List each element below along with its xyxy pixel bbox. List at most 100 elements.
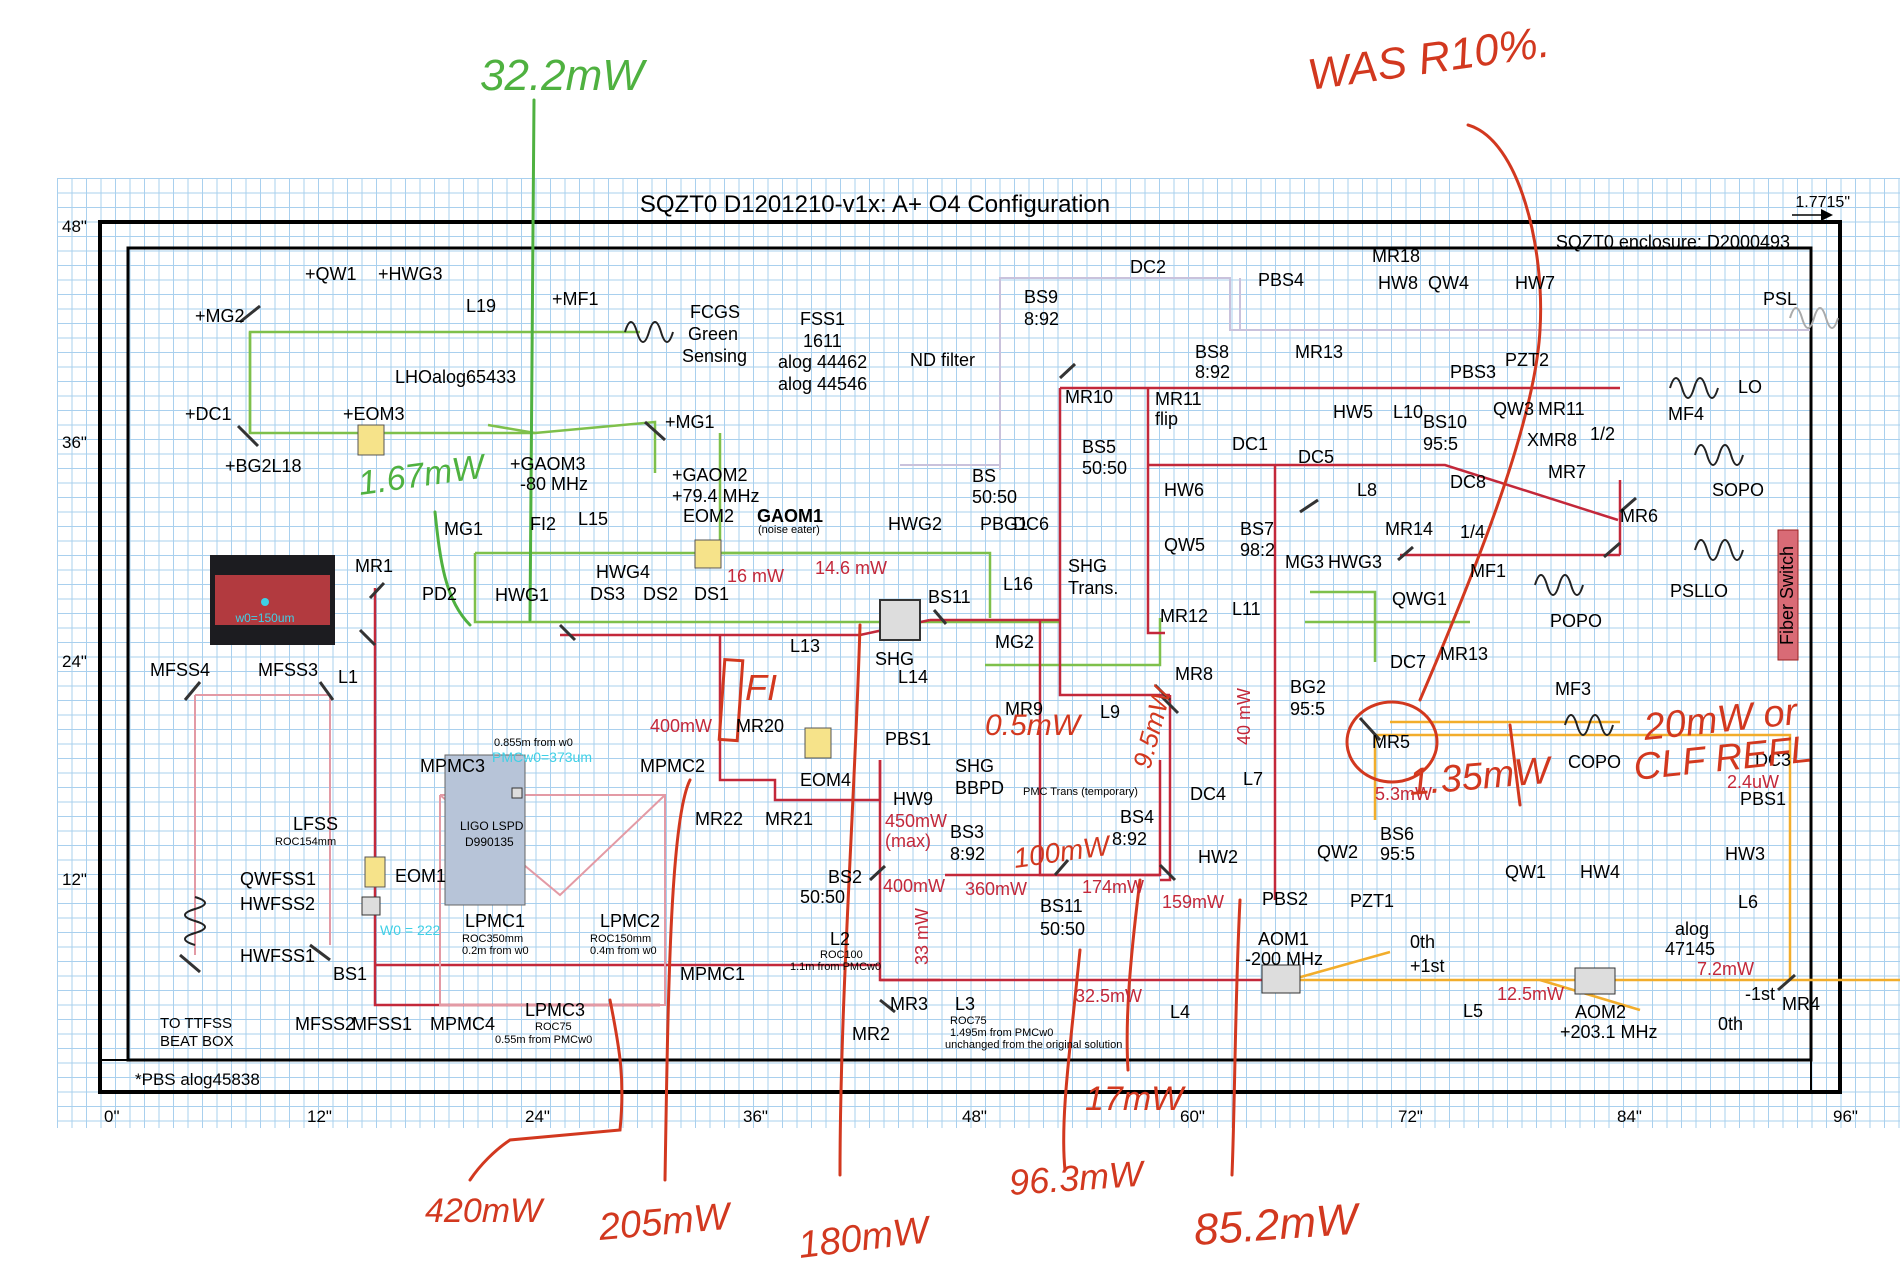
label-roc150: ROC150mm [590, 933, 651, 945]
label-nd-filter: ND filter [910, 350, 975, 370]
ruler-x-24: 24" [525, 1107, 550, 1126]
label-gaom2-freq: +79.4 MHz [672, 486, 760, 506]
label-bs2-ratio: 50:50 [800, 887, 845, 907]
label-mr8: MR8 [1175, 664, 1213, 684]
label-popo: POPO [1550, 611, 1602, 631]
label-pd2: PD2 [422, 584, 457, 604]
ruler-y-48: 48" [62, 217, 87, 236]
label-dc1: DC1 [1232, 434, 1268, 454]
power-2-4uw: 2.4uW [1727, 772, 1779, 792]
ruler-x-0: 0" [104, 1107, 120, 1126]
ruler-x-96: 96" [1833, 1107, 1858, 1126]
label-pbs2: PBS2 [1262, 889, 1308, 909]
label-mf1p: +MF1 [552, 289, 599, 309]
label-pmc-distance: 0.855m from w0 [494, 737, 573, 749]
label-pbg1: PBG1 [980, 514, 1028, 534]
label-mpmc4: MPMC4 [430, 1014, 495, 1034]
label-l3: L3 [955, 994, 975, 1014]
label-copo: COPO [1568, 752, 1621, 772]
label-eom3p: +EOM3 [343, 404, 405, 424]
label-l6: L6 [1738, 892, 1758, 912]
label-qw4: QW4 [1428, 273, 1469, 293]
grid-background [57, 178, 1900, 1128]
label-bg2-ratio: 95:5 [1290, 699, 1325, 719]
label-dc5: DC5 [1298, 447, 1334, 467]
power-16mw: 16 mW [727, 566, 784, 586]
ruler-y-24: 24" [62, 652, 87, 671]
note-1-67mw: 1.67mW [356, 447, 490, 503]
label-mfss2: MFSS2 [295, 1014, 355, 1034]
ruler-y-36: 36" [62, 433, 87, 452]
label-hw2: HW2 [1198, 847, 1238, 867]
label-l9: L9 [1100, 702, 1120, 722]
label-bg2: BG2 [1290, 677, 1326, 697]
label-bs11b-ratio: 50:50 [1040, 919, 1085, 939]
label-mr22: MR22 [695, 809, 743, 829]
table-frame [98, 209, 1842, 1094]
label-pbs1: PBS1 [885, 729, 931, 749]
label-roc75b: ROC75 [950, 1015, 987, 1027]
label-mpmc2: MPMC2 [640, 756, 705, 776]
label-mf4: MF4 [1668, 404, 1704, 424]
label-trans: Trans. [1068, 578, 1118, 598]
label-l2-dist: 1.1m from PMCw0 [790, 961, 881, 973]
label-l7: L7 [1243, 769, 1263, 789]
label-mr12: MR12 [1160, 606, 1208, 626]
red-beams [373, 386, 1622, 1007]
note-420mw: 420mW [425, 1192, 545, 1230]
popo-fiber-icon [1534, 574, 1584, 596]
label-mr9: MR9 [1005, 699, 1043, 719]
note-was-r10: WAS R10%. [1305, 17, 1553, 99]
label-mr2: MR2 [852, 1024, 890, 1044]
label-bs10: BS10 [1423, 412, 1467, 432]
label-mg1: MG1 [444, 519, 483, 539]
ruler-y-12: 12" [62, 870, 87, 889]
label-xmr8: XMR8 [1527, 430, 1577, 450]
label-lpmc1: LPMC1 [465, 911, 525, 931]
power-174mw: 174mW [1082, 877, 1144, 897]
label-bg2l18: +BG2L18 [225, 456, 302, 476]
label-mr21: MR21 [765, 809, 813, 829]
ruler-x-60: 60" [1180, 1107, 1205, 1126]
ruler-x-12: 12" [307, 1107, 332, 1126]
label-bs5: BS5 [1082, 437, 1116, 457]
label-hw9: HW9 [893, 789, 933, 809]
label-mfss4: MFSS4 [150, 660, 210, 680]
ruler-x-84: 84" [1617, 1107, 1642, 1126]
components [179, 304, 1796, 1014]
label-lfss: LFSS [293, 814, 338, 834]
label-bs8-ratio: 8:92 [1195, 362, 1230, 382]
laser-head: w0=150um [210, 555, 335, 645]
label-bs-ratio: 50:50 [972, 487, 1017, 507]
label-mr18: MR18 [1372, 246, 1420, 266]
label-qw1: QW1 [1505, 862, 1546, 882]
printed-powers: 16 mW 14.6 mW 400mW 450mW (max) 400mW 36… [650, 558, 1779, 1006]
label-gaom3: +GAOM3 [510, 454, 586, 474]
label-d990135: D990135 [465, 835, 514, 849]
label-mr7: MR7 [1548, 462, 1586, 482]
label-bs6-ratio: 95:5 [1380, 844, 1415, 864]
label-ttfss: TO TTFSS [160, 1015, 232, 1032]
power-32-5mw: 32.5mW [1075, 986, 1142, 1006]
label-mr13: MR13 [1295, 342, 1343, 362]
label-l8: L8 [1357, 480, 1377, 500]
label-bs9: BS9 [1024, 287, 1058, 307]
label-mg2: MG2 [995, 632, 1034, 652]
label-hwfss1: HWFSS1 [240, 946, 315, 966]
label-alog44546: alog 44546 [778, 374, 867, 394]
label-mfss3: MFSS3 [258, 660, 318, 680]
label-roc75: ROC75 [535, 1021, 572, 1033]
note-32-2mw: 32.2mW [480, 51, 647, 100]
label-mf3: MF3 [1555, 679, 1591, 699]
label-gaom1: GAOM1 [757, 506, 823, 526]
label-hw8: HW8 [1378, 273, 1418, 293]
power-159mw: 159mW [1162, 892, 1224, 912]
ruler-x-48: 48" [962, 1107, 987, 1126]
label-flip: flip [1155, 409, 1178, 429]
label-green: Green [688, 324, 738, 344]
label-hw7: HW7 [1515, 273, 1555, 293]
label-hw3: HW3 [1725, 844, 1765, 864]
label-l5: L5 [1463, 1001, 1483, 1021]
label-ds1: DS1 [694, 584, 729, 604]
